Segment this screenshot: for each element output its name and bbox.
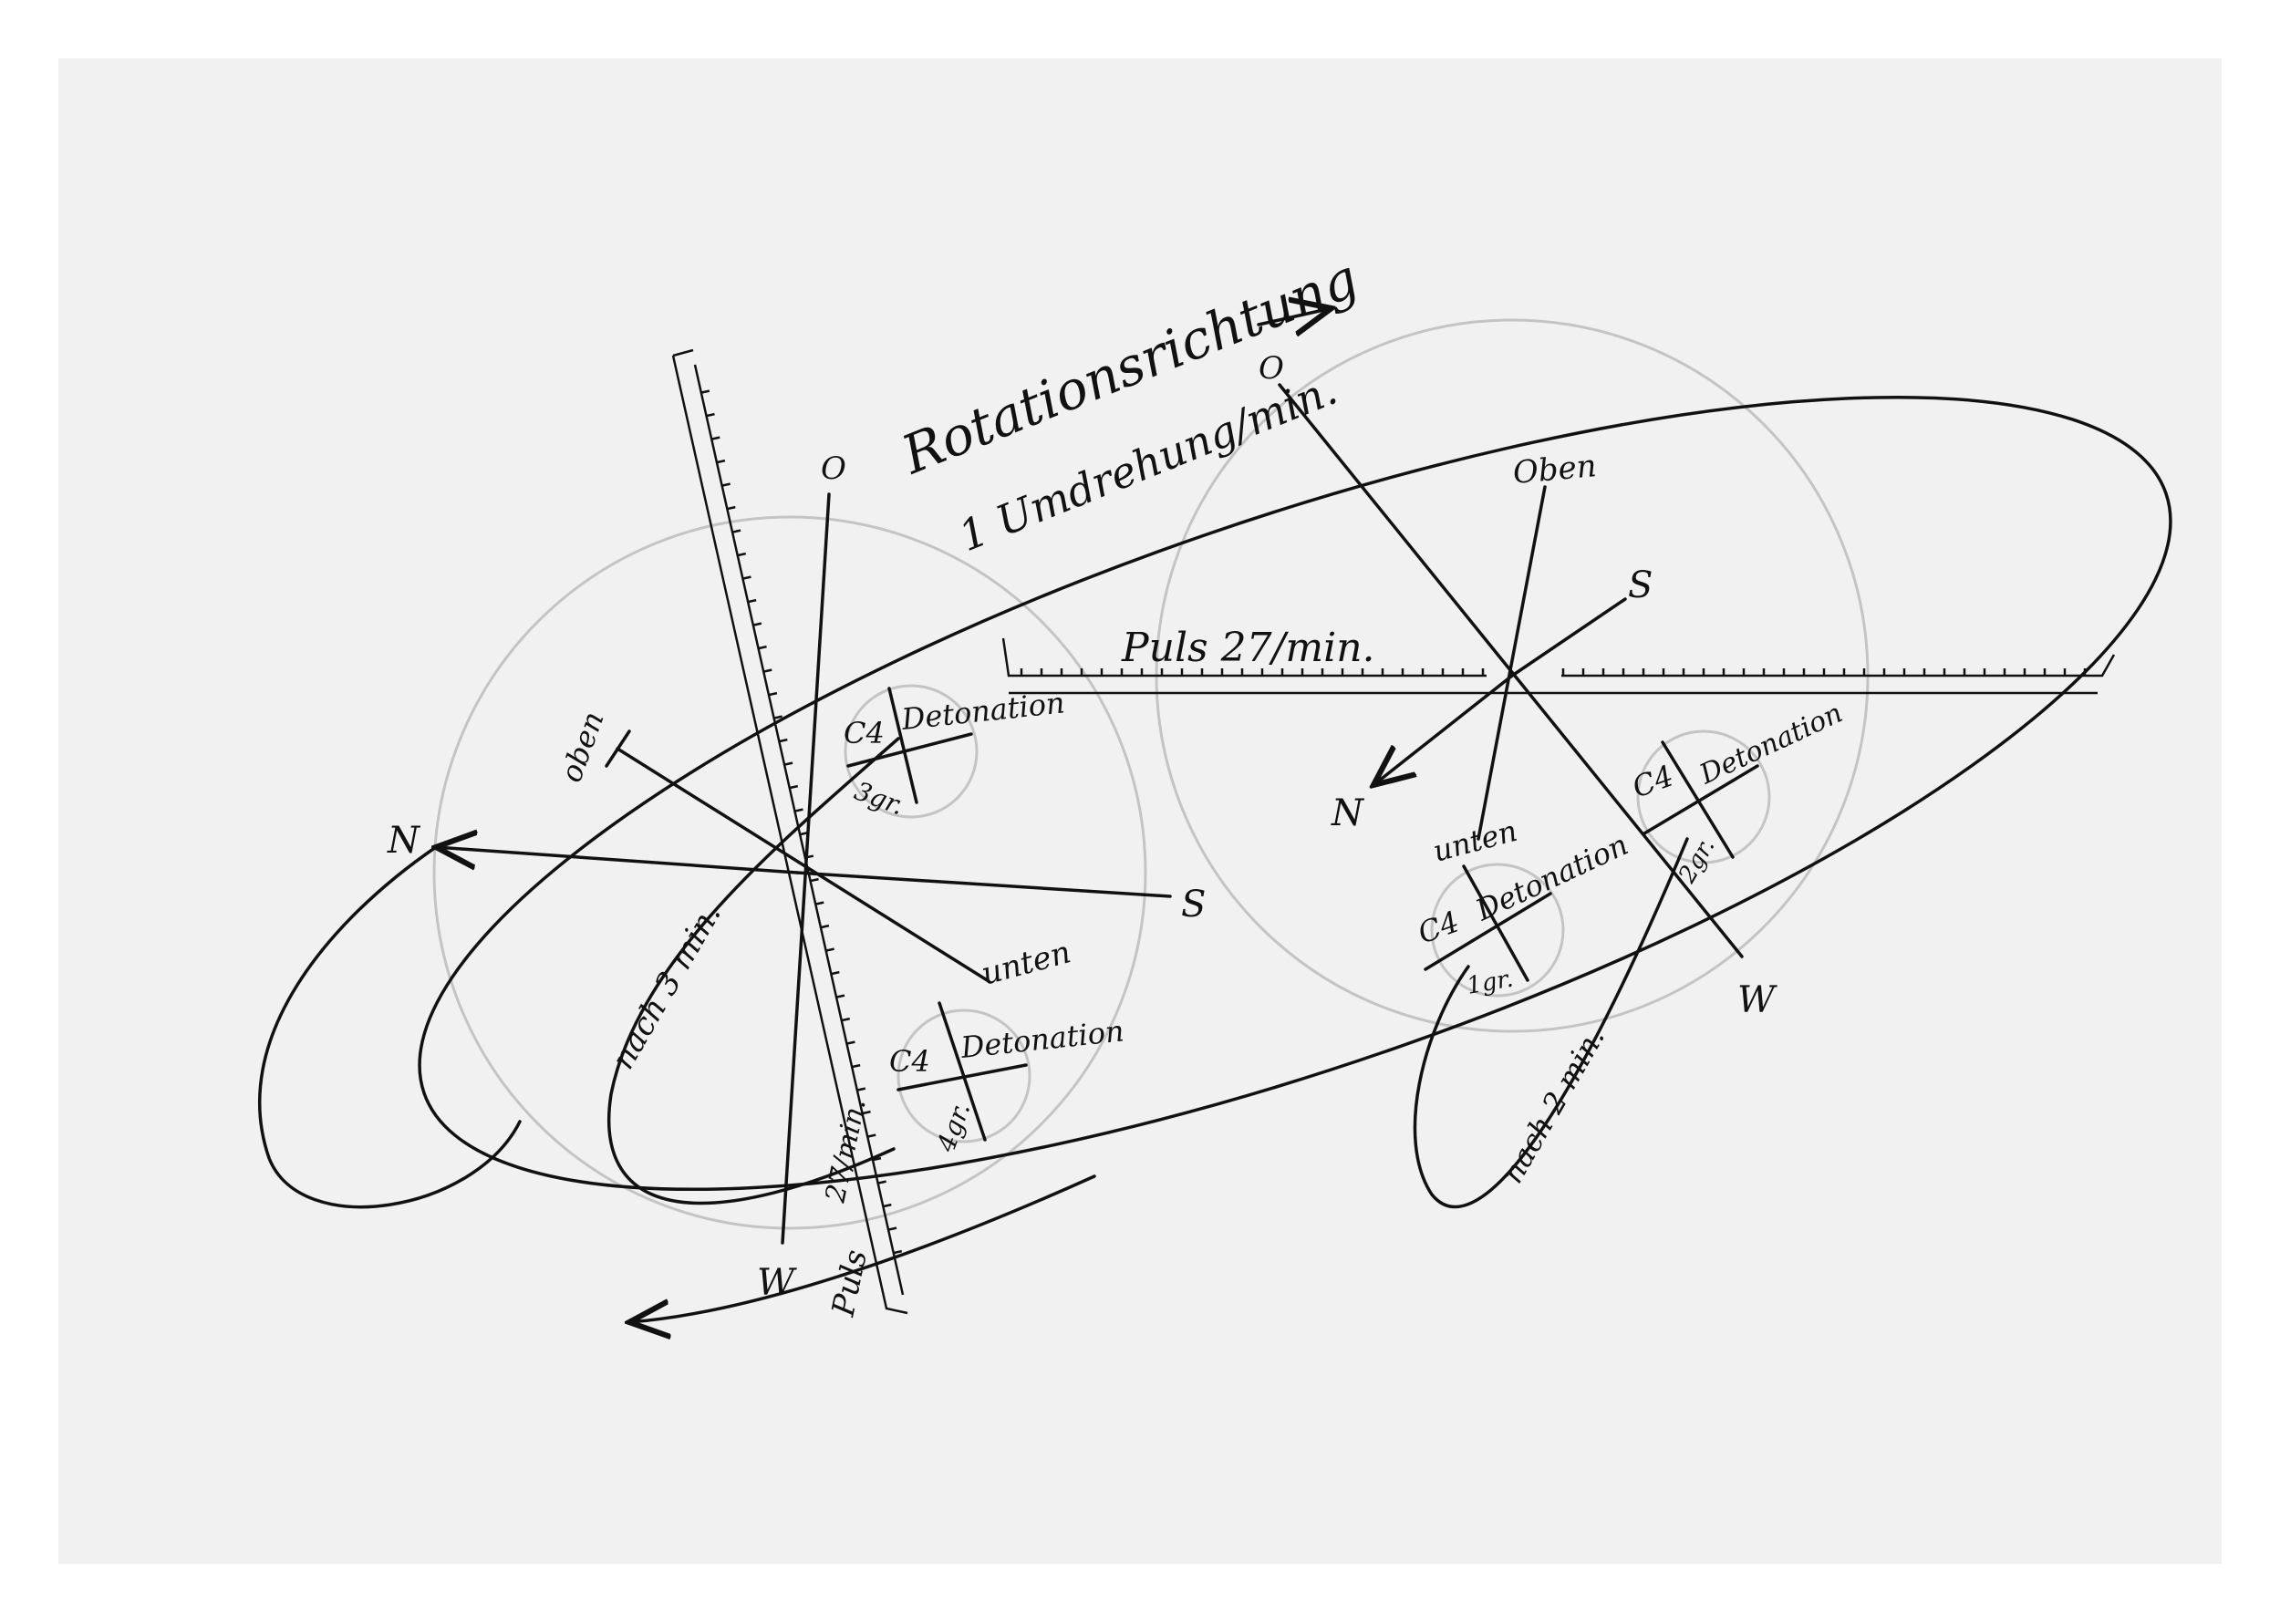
ruler-tick [721,482,731,487]
ruler-tick [794,808,803,812]
right-up-down-axis [1477,485,1547,841]
rotation-orbit [418,395,2172,1192]
left-ruler [671,348,908,1315]
ruler-tick [773,715,782,719]
ruler-tick [742,575,751,580]
detonation-circle [1430,863,1565,998]
ruler-tick [810,877,819,883]
ruler-tick [747,598,757,604]
ruler-tick [883,1203,892,1208]
detonation-cross [846,687,1759,1142]
right-west-label: W [1737,979,1777,1021]
detonation-circle [1636,729,1771,864]
pulse-horizontal-label: Puls 27/min. [1121,625,1375,671]
ruler-tick [851,1063,861,1069]
charge-label: C4 [889,1044,930,1079]
right-north-label: N [1331,792,1365,834]
ruler-tick [716,459,726,464]
left-west-label: W [757,1262,797,1304]
ruler-tick [700,389,710,394]
ruler-tick [783,761,793,766]
detonation-circle [896,1009,1031,1143]
left-inner-loop [606,737,900,1205]
right-south-axis [1510,597,1627,678]
ruler-tick [835,994,845,998]
horizontal-ruler [1001,637,2116,695]
ruler-tick [731,529,741,533]
ruler-tick [768,691,778,697]
ruler-tick [866,1133,876,1138]
right-top-label: Oben [1511,448,1598,491]
ruler-tick [893,1249,903,1255]
ruler-tick [825,947,834,952]
horizontal-ruler-ticks [1020,668,2087,676]
ruler-tick [814,901,824,905]
right-north-axis [1373,674,1514,785]
ruler-tick [877,1180,886,1184]
ruler-tick [710,436,720,440]
ruler-tick [841,1017,851,1022]
ruler-tick [779,738,788,743]
charge-label: C4 [844,716,885,750]
left-rotation-circle [432,515,1147,1230]
ruler-tick [758,645,767,650]
left-east-label: O [821,450,846,487]
ruler-tick [856,1087,866,1091]
ruler-tick [820,924,830,929]
rotation-arrow [1257,308,1332,325]
ruler-tick [752,622,762,626]
detonation-circle [844,684,979,819]
left-outer-loop [258,845,522,1209]
left-east-west-axis [781,492,831,1245]
ruler-tick [727,505,736,511]
ruler-tick [789,784,799,790]
ruler-tick [706,412,715,418]
right-loop [1413,837,1689,1209]
right-east-label: O [1259,350,1284,387]
left-top-tick [605,729,631,768]
ruler-tick [846,1040,855,1045]
left-up-down-axis [616,747,990,983]
left-north-axis [436,847,799,874]
ruler-tick [862,1110,871,1115]
ruler-tick [887,1226,897,1231]
left-south-label: S [1181,884,1206,926]
ruler-tick [762,668,772,673]
ruler-tick [737,552,747,557]
left-north-label: N [387,820,421,862]
left-south-axis [795,871,1172,898]
ruler-tick [831,970,840,976]
ruler-tick [872,1156,882,1162]
left-ruler-ticks [700,389,903,1255]
right-south-label: S [1628,564,1653,606]
return-arrow [629,1174,1096,1322]
